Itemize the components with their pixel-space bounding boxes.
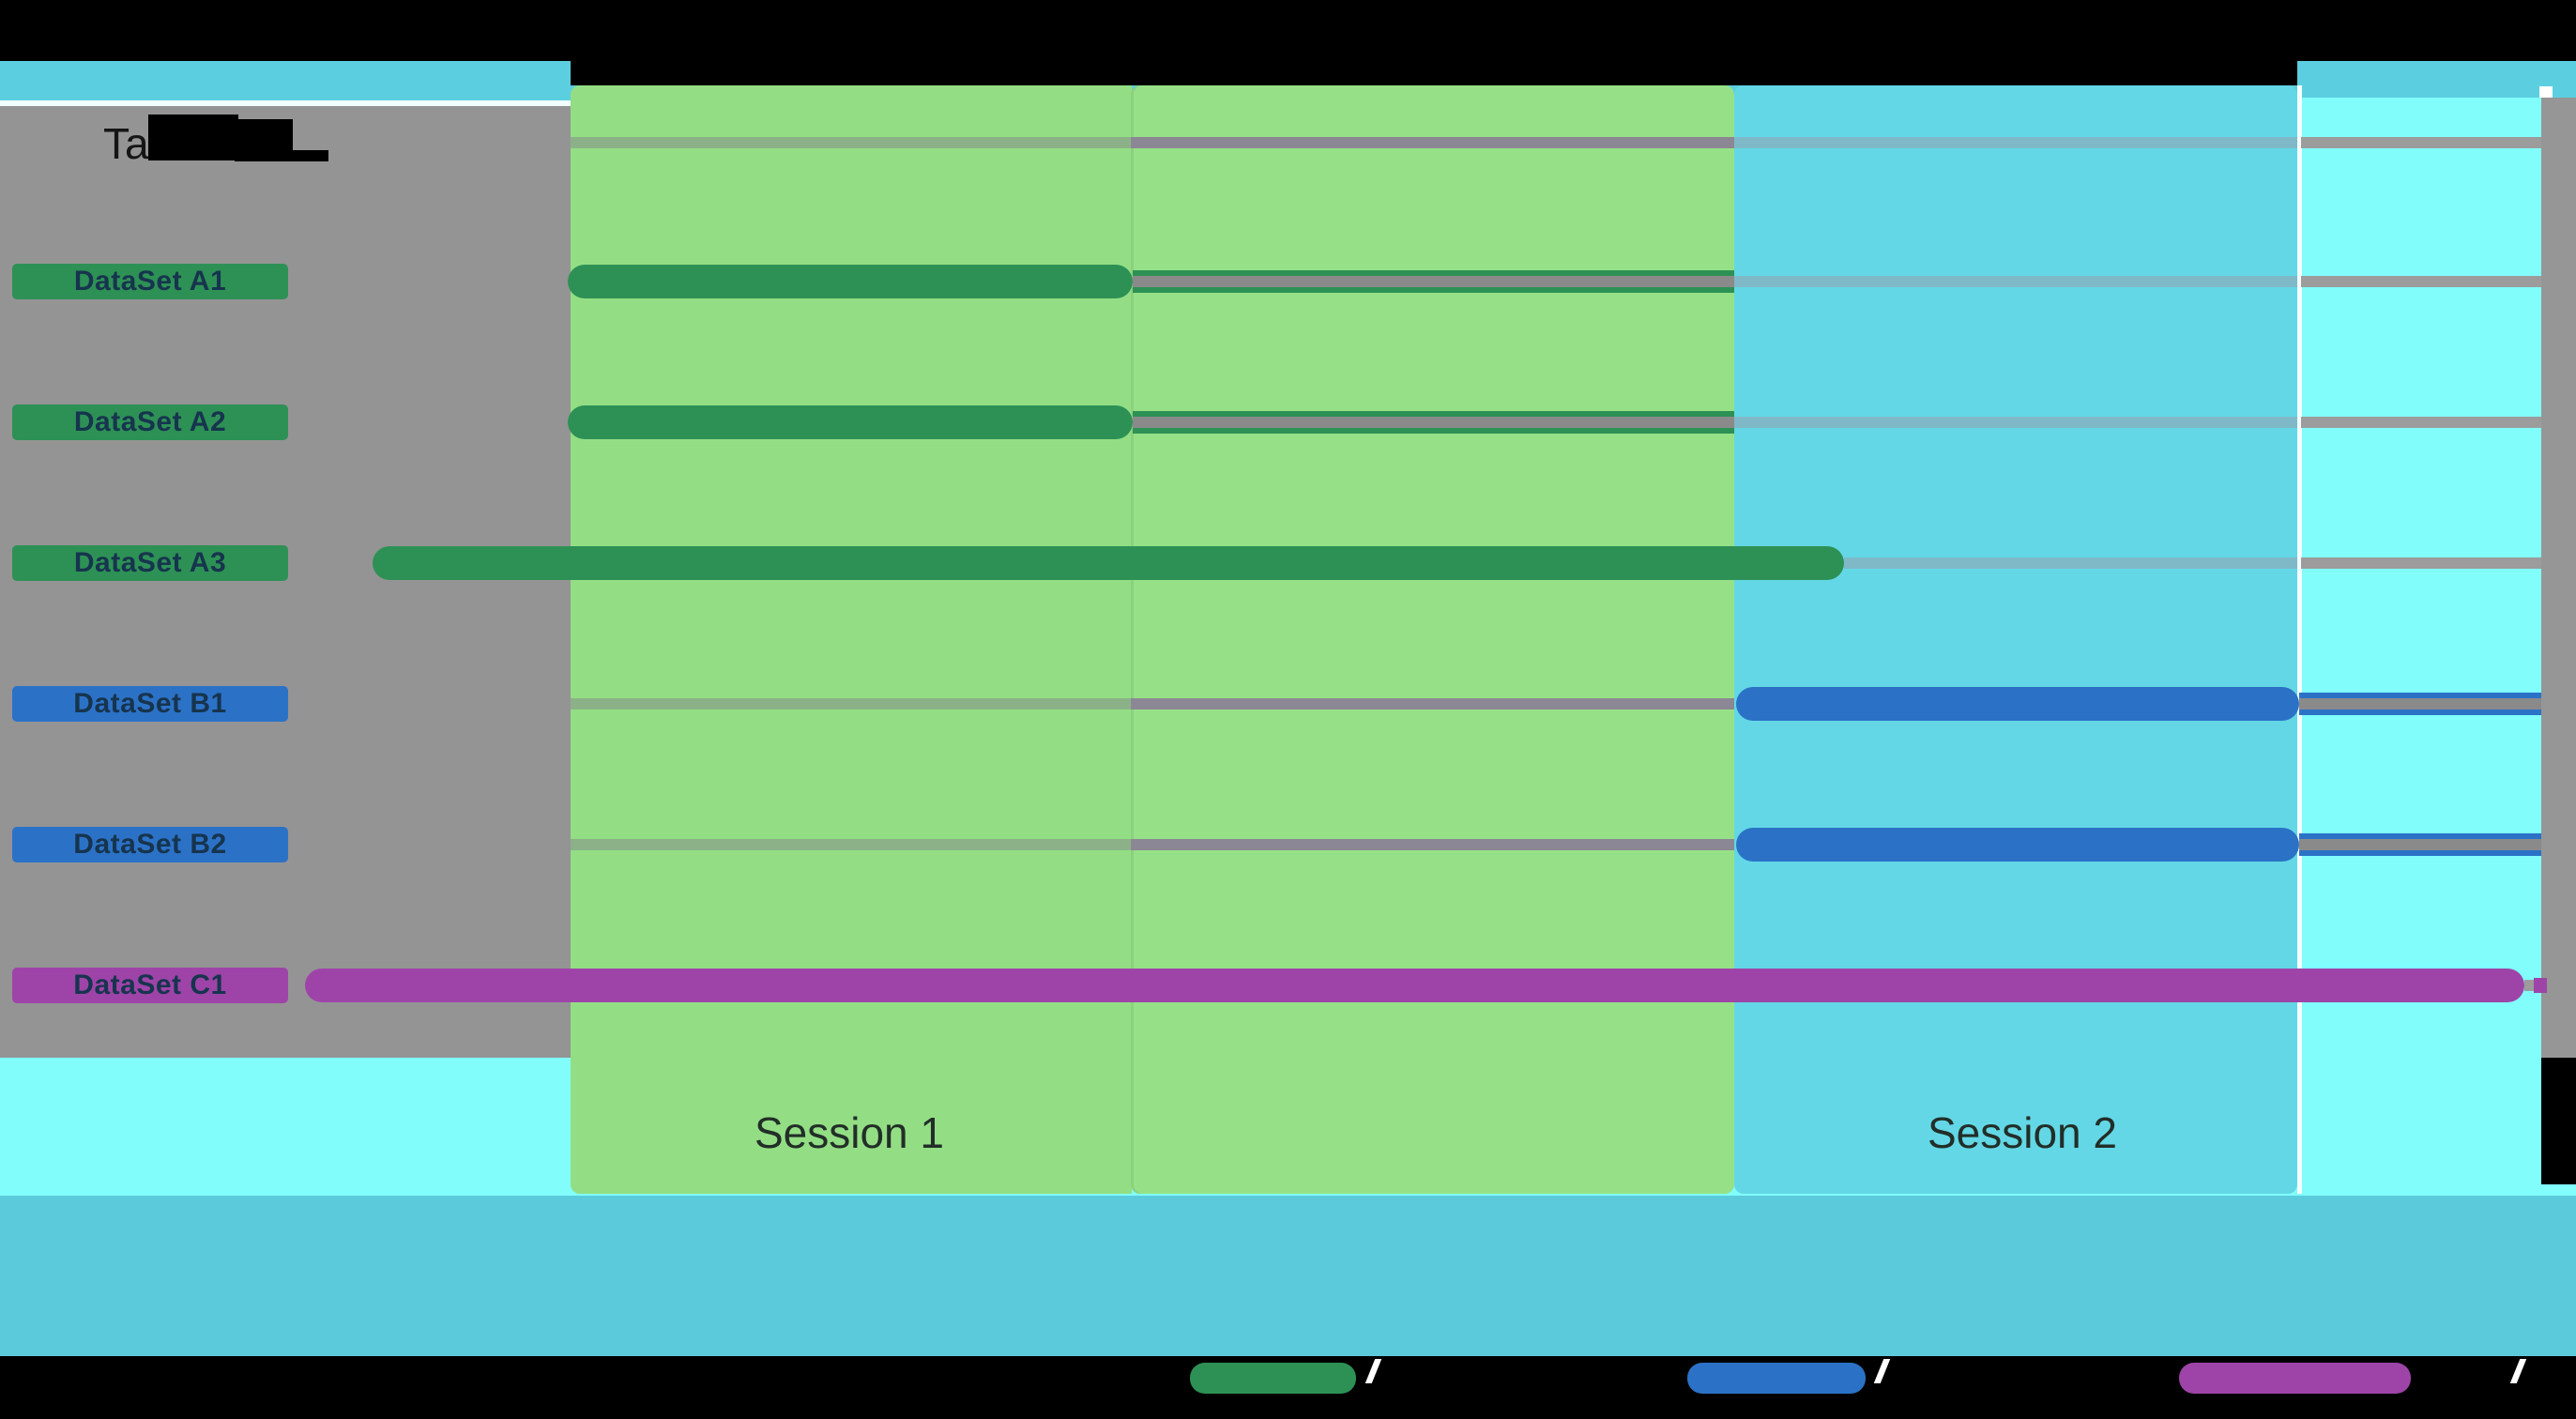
legend-swatch[interactable] <box>1687 1363 1866 1394</box>
bottom-teal-strip <box>0 1196 2576 1356</box>
row-label-text: DataSet B2 <box>73 829 227 860</box>
row-label-text: DataSet A3 <box>73 547 227 578</box>
row-label-text: DataSet A2 <box>73 406 227 437</box>
row-label-text: DataSet B1 <box>73 688 227 719</box>
legend-swatch[interactable] <box>2179 1363 2411 1394</box>
header-gridline-segment <box>571 137 1131 148</box>
row-label: DataSet A2 <box>12 404 288 440</box>
header-gridline-segment <box>2301 137 2541 148</box>
row-gridline-segment <box>571 698 1131 710</box>
task-bar[interactable] <box>1736 687 2299 721</box>
legend-swatch[interactable] <box>1190 1363 1356 1394</box>
row-gridline-segment <box>1131 839 1734 850</box>
legend-slash-mark <box>1364 1359 1382 1383</box>
task-bar[interactable] <box>373 546 1844 580</box>
left-lightcyan-band <box>0 1058 571 1196</box>
row-label: DataSet B1 <box>12 686 288 722</box>
session2-band <box>1734 85 2297 1194</box>
row-gridline-segment <box>1844 557 2297 569</box>
header-gridline-segment <box>1734 137 2297 148</box>
task-bar[interactable] <box>568 405 1133 439</box>
task-trail-gridline <box>2299 839 2541 850</box>
task-bar[interactable] <box>305 969 2524 1002</box>
row-gridline-segment <box>1734 417 2297 428</box>
row-label-text: DataSet C1 <box>73 969 227 1000</box>
row-gridline-segment <box>2301 276 2541 287</box>
task-trail-gridline <box>1133 417 1734 428</box>
session2-label: Session 2 <box>1927 1108 2117 1157</box>
row-label: DataSet C1 <box>12 968 288 1003</box>
row-gridline-segment <box>1131 698 1734 710</box>
task-bar[interactable] <box>568 265 1133 298</box>
row-label: DataSet A1 <box>12 264 288 299</box>
legend-slash-mark <box>2509 1359 2527 1383</box>
occlusion-task-box-lower <box>235 150 328 161</box>
right-gray-margin-column <box>2541 98 2576 1058</box>
row-gridline-segment <box>2301 557 2541 569</box>
row-label-text: DataSet A1 <box>73 266 227 297</box>
session1-label: Session 1 <box>754 1108 944 1157</box>
row-gridline-segment <box>571 839 1131 850</box>
occlusion-task-box-upper <box>148 114 238 126</box>
task-bar[interactable] <box>1736 828 2299 862</box>
right-margin-white-notch <box>2539 86 2553 98</box>
legend-slash-mark <box>1873 1359 1891 1383</box>
header-gridline-segment <box>1131 137 1734 148</box>
white-gap-column <box>2297 85 2302 1194</box>
row-label: DataSet A3 <box>12 545 288 581</box>
top-middle-black-occlusion <box>571 0 2297 85</box>
task-bar-fragment <box>2534 978 2547 993</box>
row-gridline-segment <box>2301 417 2541 428</box>
task-trail-gridline <box>1133 276 1734 287</box>
row-gridline-segment <box>1734 276 2297 287</box>
row-label: DataSet B2 <box>12 827 288 862</box>
session1-band-right <box>1131 85 1734 1194</box>
task-trail-gridline <box>2299 698 2541 710</box>
